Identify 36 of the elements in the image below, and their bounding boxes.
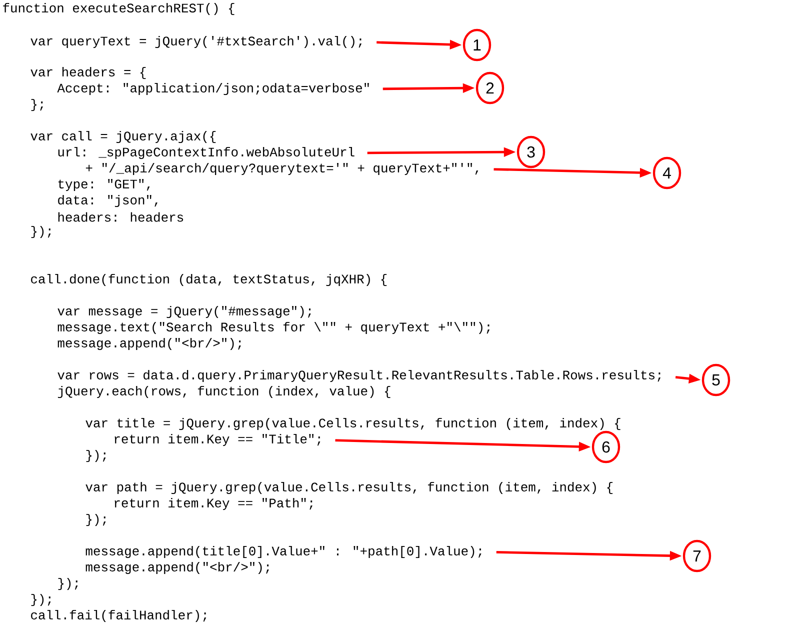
code-line: }); bbox=[86, 514, 106, 526]
code-line: headers: headers bbox=[58, 212, 184, 222]
callout-number: 1 bbox=[462, 28, 492, 62]
callout-number: 6 bbox=[592, 430, 620, 464]
callout-number: 2 bbox=[476, 72, 504, 104]
code-line: }; bbox=[31, 98, 43, 112]
code-line: data: "json", bbox=[58, 194, 158, 208]
code-line: message.append("<br/>"); bbox=[58, 338, 241, 350]
code-line: var queryText = jQuery('#txtSearch').val(); bbox=[30, 36, 362, 48]
callout-number: 7 bbox=[682, 540, 712, 572]
code-line: Accept: "application/json;odata=verbose" bbox=[57, 82, 369, 96]
code-line: }); bbox=[31, 226, 51, 238]
code-line: }); bbox=[58, 578, 78, 590]
code-line: var headers = { bbox=[30, 66, 146, 80]
code-line: var path = jQuery.grep(value.Cells.results, function (item, index) { bbox=[86, 482, 613, 494]
code-line: }); bbox=[86, 450, 106, 462]
code-line: jQuery.each(rows, function (index, value) { bbox=[58, 386, 390, 398]
code-line: call.fail(failHandler); bbox=[31, 610, 206, 622]
code-line: var message = jQuery("#message"); bbox=[58, 306, 311, 318]
code-line: return item.Key == "Path"; bbox=[114, 498, 312, 510]
callout-number: 4 bbox=[652, 156, 682, 190]
callout-number: 3 bbox=[516, 136, 546, 168]
code-line: + "/_api/search/query?querytext='" + queryText+"'", bbox=[86, 162, 478, 176]
callout-number: 5 bbox=[702, 364, 730, 396]
code-line: return item.Key == "Title"; bbox=[114, 434, 320, 446]
code-line: message.text("Search Results for \"" + queryText +"\""); bbox=[58, 322, 490, 334]
code-line: }); bbox=[31, 594, 51, 606]
code-line: type: "GET", bbox=[58, 178, 150, 192]
code-line: message.append("<br/>"); bbox=[86, 562, 269, 574]
code-line: var call = jQuery.ajax({ bbox=[30, 130, 216, 144]
code-line: function executeSearchREST() { bbox=[3, 2, 234, 16]
code-line: call.done(function (data, textStatus, jqXHR) { bbox=[31, 274, 387, 286]
code-line: var rows = data.d.query.PrimaryQueryResult.RelevantResults.Table.Rows.results; bbox=[58, 370, 661, 382]
code-line: var title = jQuery.grep(value.Cells.results, function (item, index) { bbox=[86, 418, 620, 430]
code-line: url: _spPageContextInfo.webAbsoluteUrl bbox=[58, 146, 354, 160]
code-line: message.append(title[0].Value+" : "+path[0].Value); bbox=[86, 546, 482, 558]
